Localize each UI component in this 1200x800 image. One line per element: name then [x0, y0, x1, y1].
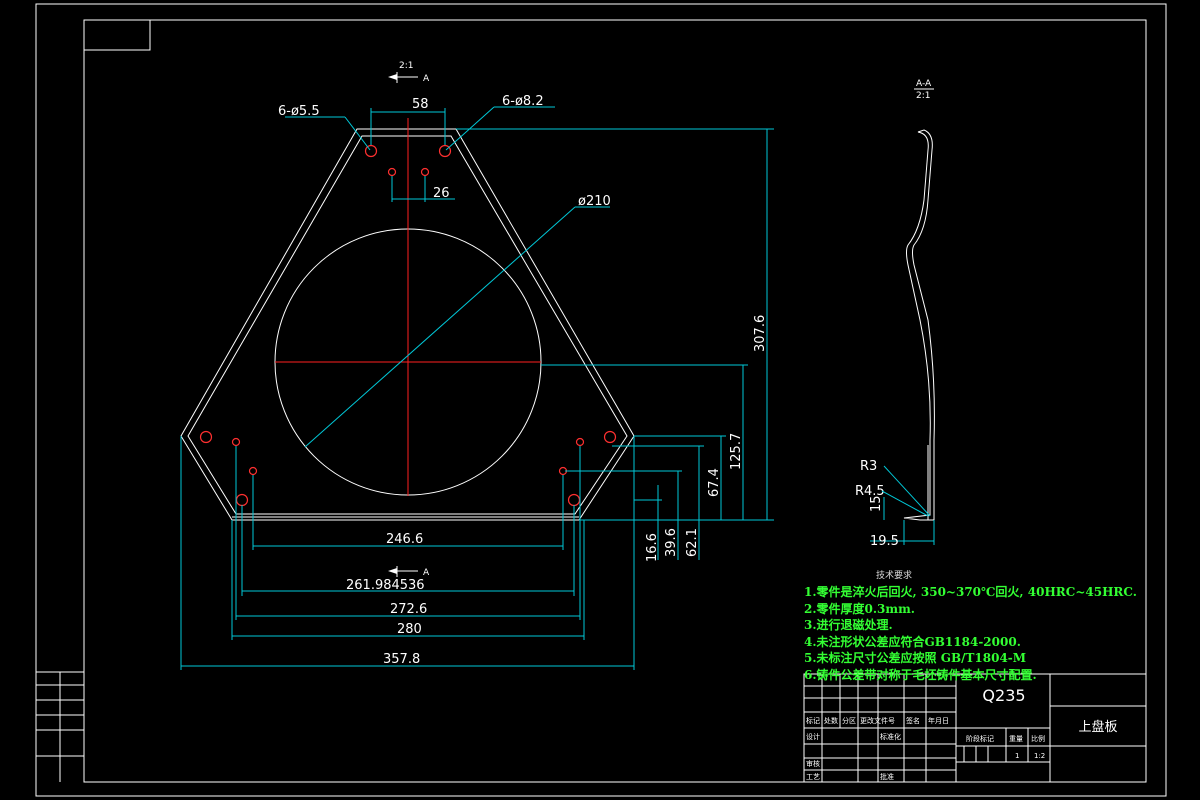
tech-req-note: 4.未注形状公差应符合GB1184-2000.	[804, 634, 1021, 649]
tech-req-note: 5.未标注尺寸公差应按照 GB/T1804-M	[804, 651, 1027, 666]
hole-large	[567, 493, 581, 507]
section-view-scale: 2:1	[916, 91, 930, 101]
tb-header-signature: 签名	[906, 716, 920, 725]
tb-role-process: 工艺	[806, 773, 820, 781]
dim-26-text: 26	[433, 186, 450, 201]
tb-role-review: 审核	[806, 759, 820, 768]
dim-39-6	[565, 470, 682, 560]
tb-header-change-doc: 更改文件号	[860, 716, 895, 725]
title-block	[803, 673, 1147, 783]
tech-req-note: 1.零件是淬火后回火, 350~370℃回火, 40HRC~45HRC.	[804, 585, 1137, 599]
hole-large	[235, 493, 249, 507]
dim-125-7	[541, 364, 748, 520]
hole-small	[575, 437, 585, 447]
tb-header-count: 处数	[824, 716, 838, 725]
dim-357-8-text: 357.8	[383, 652, 420, 667]
radius-r4-5: R4.5	[855, 484, 885, 499]
section-letter-bottom: A	[423, 568, 430, 578]
tb-header-date: 年月日	[928, 716, 949, 725]
tech-req-note: 6.铸件公差带对称于毛坯铸件基本尺寸配置.	[804, 667, 1037, 682]
section-letter-top: A	[423, 74, 430, 84]
tb-scale-label: 比例	[1031, 734, 1045, 743]
section-mark-top	[388, 72, 418, 83]
dim-39-6-text: 39.6	[664, 528, 679, 557]
leader-hole-small	[285, 116, 371, 151]
dim-272-6-text: 272.6	[390, 602, 427, 617]
dim-246-6-text: 246.6	[386, 532, 423, 547]
part-name: 上盘板	[1078, 720, 1118, 735]
dim-280	[231, 520, 585, 640]
dim-67-4	[634, 435, 726, 520]
tb-stage-label: 阶段标记	[966, 734, 994, 743]
dim-307-6	[456, 128, 774, 521]
section-view-label: A-A	[916, 79, 932, 89]
dim-16-6	[634, 485, 662, 560]
hole-small	[231, 437, 241, 447]
tech-req-note: 2.零件厚度0.3mm.	[804, 601, 915, 616]
corner-label-box	[83, 19, 151, 51]
mounting-holes	[199, 144, 617, 507]
section-dim-15: 15	[869, 495, 884, 512]
hole-callout-small: 6-ø5.5	[278, 104, 320, 119]
hole-small	[420, 167, 430, 177]
tb-scale-value: 1:2	[1034, 752, 1045, 760]
hole-large	[199, 430, 213, 444]
circle-diameter-text: ø210	[578, 194, 611, 209]
dim-58-text: 58	[412, 97, 429, 112]
dim-272-6	[235, 446, 581, 620]
dim-246-6	[252, 475, 564, 550]
drawing-frame	[83, 19, 1147, 783]
tb-weight-label: 重量	[1009, 735, 1023, 743]
dim-125-7-text: 125.7	[729, 433, 744, 470]
dim-58	[370, 108, 446, 145]
sheet-border	[35, 3, 1167, 797]
tb-quantity: 1	[1015, 752, 1019, 760]
dim-67-4-text: 67.4	[707, 468, 722, 497]
tb-role-standardization: 标准化	[880, 732, 901, 741]
technical-requirements: 技术要求 1.零件是淬火后回火, 350~370℃回火, 40HRC~45HRC…	[804, 568, 1137, 684]
hole-large	[603, 430, 617, 444]
dim-26	[391, 176, 455, 202]
material-label: Q235	[982, 686, 1026, 705]
section-mark-bottom	[388, 566, 418, 577]
dim-261-98	[241, 505, 575, 596]
hole-small	[387, 167, 397, 177]
section-dim-19-5	[870, 520, 935, 545]
hole-callout-large: 6-ø8.2	[502, 94, 544, 109]
tb-role-design: 设计	[806, 732, 820, 741]
tech-req-note: 3.进行退磁处理.	[804, 618, 893, 633]
dim-357-8	[180, 436, 635, 670]
dim-307-6-text: 307.6	[753, 315, 768, 352]
scale-mark-top: 2:1	[399, 61, 413, 71]
side-stamp-cells	[36, 671, 84, 782]
tb-role-approve: 批准	[880, 772, 894, 781]
plate-outline-inner	[187, 135, 628, 515]
hole-large	[438, 144, 452, 158]
hole-large	[364, 144, 378, 158]
hole-small	[248, 466, 258, 476]
section-dim-19-5-text: 19.5	[870, 534, 899, 549]
diameter-leader	[304, 206, 576, 448]
dim-261-98-text: 261.984536	[346, 578, 425, 593]
tb-header-zone: 分区	[842, 716, 856, 725]
tb-header-mark: 标记	[806, 716, 820, 725]
dim-16-6-text: 16.6	[645, 533, 660, 562]
section-profile	[903, 129, 935, 521]
tech-req-title: 技术要求	[876, 571, 913, 581]
dim-62-1-text: 62.1	[685, 528, 700, 557]
dim-62-1	[612, 445, 704, 560]
radius-r3: R3	[860, 459, 877, 474]
dim-280-text: 280	[397, 622, 422, 637]
